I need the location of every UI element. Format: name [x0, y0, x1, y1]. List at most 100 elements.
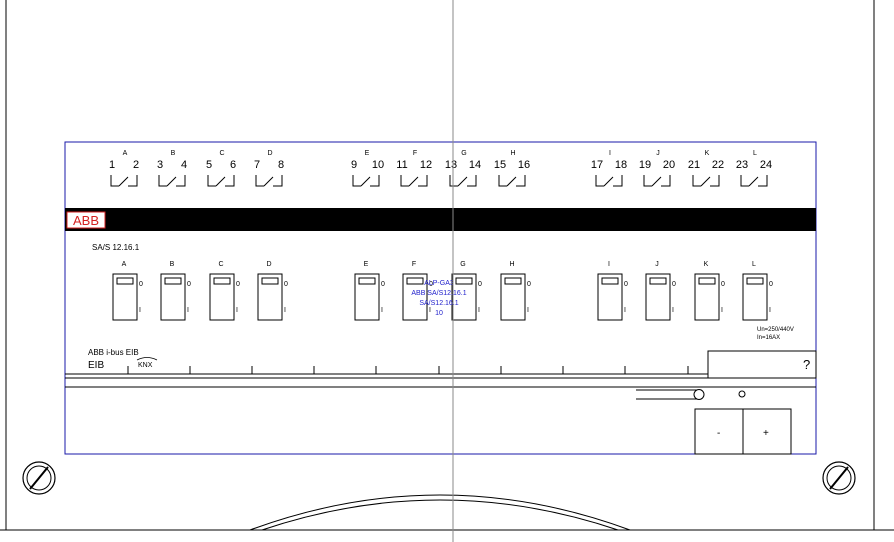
switch-on-label: I — [624, 307, 626, 314]
switch-on-label: I — [478, 307, 480, 314]
rating-voltage: Un=250/440V — [757, 327, 794, 333]
contact-symbol-k — [692, 175, 720, 187]
manual-switch-c[interactable] — [209, 273, 235, 321]
terminal-number: 2 — [133, 159, 139, 171]
contact-symbol-d — [255, 175, 283, 187]
knx-arc — [136, 357, 158, 361]
manual-switch-a[interactable] — [112, 273, 138, 321]
rating-current: In=16AX — [757, 335, 780, 341]
switch-letter-c: C — [218, 261, 223, 268]
manual-switch-e[interactable] — [354, 273, 380, 321]
model-label: SA/S 12.16.1 — [92, 243, 140, 252]
bom-line: 10 — [435, 310, 443, 317]
help-box[interactable] — [707, 350, 817, 379]
switch-on-label: I — [381, 307, 383, 314]
minus-button-label[interactable]: - — [717, 428, 720, 439]
switch-on-label: I — [236, 307, 238, 314]
terminal-number: 5 — [206, 159, 212, 171]
brand-band — [65, 208, 816, 231]
terminal-number: 14 — [469, 159, 481, 171]
switch-on-label: I — [672, 307, 674, 314]
switch-letter-l: L — [752, 261, 756, 268]
switch-off-label: 0 — [478, 281, 482, 288]
switch-on-label: I — [527, 307, 529, 314]
enclosure-arc-outer — [249, 494, 631, 531]
plus-button-label[interactable]: + — [763, 428, 769, 439]
terminal-number: 3 — [157, 159, 163, 171]
terminal-number: 7 — [254, 159, 260, 171]
plus-button[interactable] — [742, 408, 792, 455]
enclosure-arc-inner — [261, 499, 619, 531]
switch-letter-j: J — [655, 261, 659, 268]
switch-on-label: I — [139, 307, 141, 314]
terminal-number: 19 — [639, 159, 651, 171]
switch-off-label: 0 — [187, 281, 191, 288]
channel-letter-j: J — [656, 150, 660, 157]
status-led — [738, 390, 746, 398]
switch-letter-i: I — [608, 261, 610, 268]
manual-switch-f[interactable] — [402, 273, 428, 321]
manual-switch-k[interactable] — [694, 273, 720, 321]
bom-line: ABB SA/S12.16.1 — [411, 290, 466, 297]
channel-letter-e: E — [365, 150, 370, 157]
terminal-number: 16 — [518, 159, 530, 171]
contact-symbol-e — [352, 175, 380, 187]
channel-letter-d: D — [267, 150, 272, 157]
manual-switch-i[interactable] — [597, 273, 623, 321]
abb-logo — [66, 211, 106, 229]
switch-letter-f: F — [412, 261, 416, 268]
knx-label: KNX — [138, 362, 153, 369]
switch-off-label: 0 — [624, 281, 628, 288]
terminal-number: 6 — [230, 159, 236, 171]
switch-off-label: 0 — [284, 281, 288, 288]
channel-letter-k: K — [705, 150, 710, 157]
channel-letter-c: C — [219, 150, 224, 157]
channel-letter-b: B — [171, 150, 176, 157]
manual-switch-b[interactable] — [160, 273, 186, 321]
minus-button[interactable] — [694, 408, 744, 455]
help-label[interactable]: ? — [803, 357, 810, 372]
terminal-number: 17 — [591, 159, 603, 171]
switch-off-label: 0 — [527, 281, 531, 288]
manual-switch-g[interactable] — [451, 273, 477, 321]
bom-line: SA/S12.16.1 — [419, 300, 458, 307]
contact-symbol-f — [400, 175, 428, 187]
contact-symbol-l — [740, 175, 768, 187]
switch-on-label: I — [284, 307, 286, 314]
screw-right — [822, 461, 856, 495]
terminal-number: 23 — [736, 159, 748, 171]
manual-switch-l[interactable] — [742, 273, 768, 321]
channel-letter-g: G — [461, 150, 466, 157]
terminal-number: 4 — [181, 159, 187, 171]
switch-letter-g: G — [460, 261, 465, 268]
channel-letter-a: A — [123, 150, 128, 157]
switch-letter-e: E — [364, 261, 369, 268]
scale-ticks — [127, 366, 689, 374]
terminal-number: 13 — [445, 159, 457, 171]
switch-off-label: 0 — [429, 281, 433, 288]
manual-switch-d[interactable] — [257, 273, 283, 321]
terminal-number: 8 — [278, 159, 284, 171]
contact-symbol-h — [498, 175, 526, 187]
manual-switch-j[interactable] — [645, 273, 671, 321]
switch-off-label: 0 — [672, 281, 676, 288]
switch-letter-a: A — [122, 261, 127, 268]
channel-letter-i: I — [609, 150, 611, 157]
terminal-number: 11 — [396, 159, 407, 171]
switch-letter-b: B — [170, 261, 175, 268]
channel-letter-l: L — [753, 150, 757, 157]
terminal-number: 18 — [615, 159, 627, 171]
switch-on-label: I — [187, 307, 189, 314]
device-outline — [64, 141, 817, 455]
contact-symbols — [110, 175, 768, 187]
switch-on-label: I — [429, 307, 431, 314]
slider-track[interactable] — [636, 389, 705, 400]
enclosure — [0, 0, 894, 531]
bom-line: ALP-GA3 — [424, 280, 454, 287]
manual-switch-h[interactable] — [500, 273, 526, 321]
terminal-number: 24 — [760, 159, 772, 171]
contact-symbol-a — [110, 175, 138, 187]
switch-letter-d: D — [266, 261, 271, 268]
